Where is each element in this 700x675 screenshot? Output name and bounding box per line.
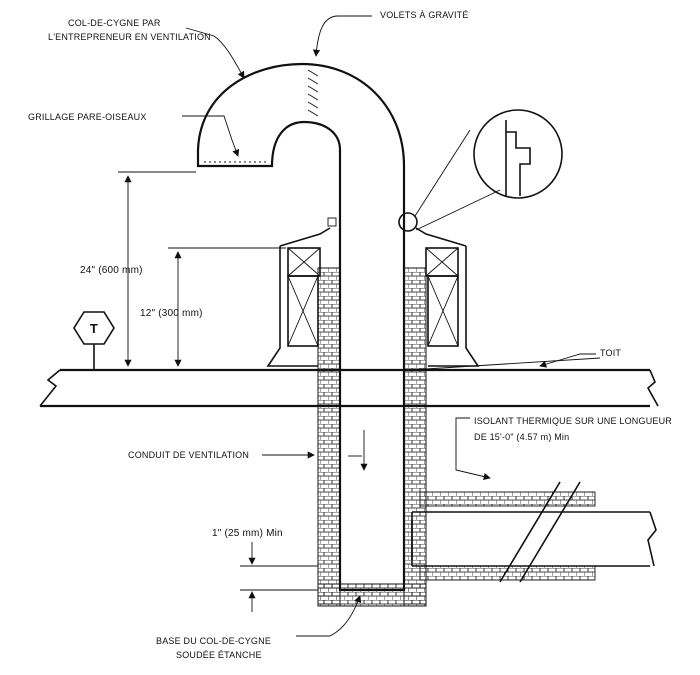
gooseneck-label-line2: L'ENTREPRENEUR EN VENTILATION: [48, 32, 211, 42]
roof-label: TOIT: [600, 348, 621, 358]
detail-callout: [398, 109, 563, 232]
gooseneck-base-label-line1: BASE DU COL-DE-CYGNE: [156, 636, 271, 646]
lower-structure: [411, 481, 657, 583]
height-24-label: 24" (600 mm): [80, 265, 143, 276]
curb-left: [266, 227, 331, 367]
gravity-louvers-callout: VOLETS À GRAVITÉ: [312, 10, 469, 57]
gravity-louvers-label: VOLETS À GRAVITÉ: [380, 10, 469, 20]
gooseneck-callout: COL-DE-CYGNE PAR L'ENTREPRENEUR EN VENTI…: [48, 18, 245, 79]
insulation-label-line1: ISOLANT THERMIQUE SUR UNE LONGUEUR: [474, 416, 672, 426]
gooseneck-base-callout: BASE DU COL-DE-CYGNE SOUDÉE ÉTANCHE: [156, 595, 362, 660]
roof-deck: [39, 357, 659, 408]
clearance-dimension: [240, 542, 318, 612]
height-24-dimension: [118, 171, 196, 367]
thermostat-symbol: T: [73, 311, 115, 370]
roof-callout: TOIT: [539, 348, 621, 368]
bird-screen-callout: GRILLAGE PARE-OISEAUX: [28, 112, 240, 157]
insulation-callout: ISOLANT THERMIQUE SUR UNE LONGUEUR DE 15…: [455, 416, 672, 481]
gooseneck-base-label-line2: SOUDÉE ÉTANCHE: [176, 650, 262, 660]
vent-duct: [196, 62, 406, 592]
curb-right: [415, 227, 480, 367]
height-12-dimension: [168, 247, 286, 367]
height-12-label: 12" (300 mm): [140, 308, 203, 319]
vent-duct-callout: CONDUIT DE VENTILATION: [128, 450, 315, 460]
gooseneck-label-line1: COL-DE-CYGNE PAR: [68, 18, 161, 28]
insulation-label-line2: DE 15'-0" (4.57 m) Min: [474, 432, 569, 442]
bird-screen-label: GRILLAGE PARE-OISEAUX: [28, 112, 147, 122]
thermostat-label: T: [90, 321, 98, 336]
vent-duct-label: CONDUIT DE VENTILATION: [128, 450, 249, 460]
insulation-wrap: [317, 267, 427, 607]
clearance-label: 1" (25 mm) Min: [212, 528, 283, 539]
